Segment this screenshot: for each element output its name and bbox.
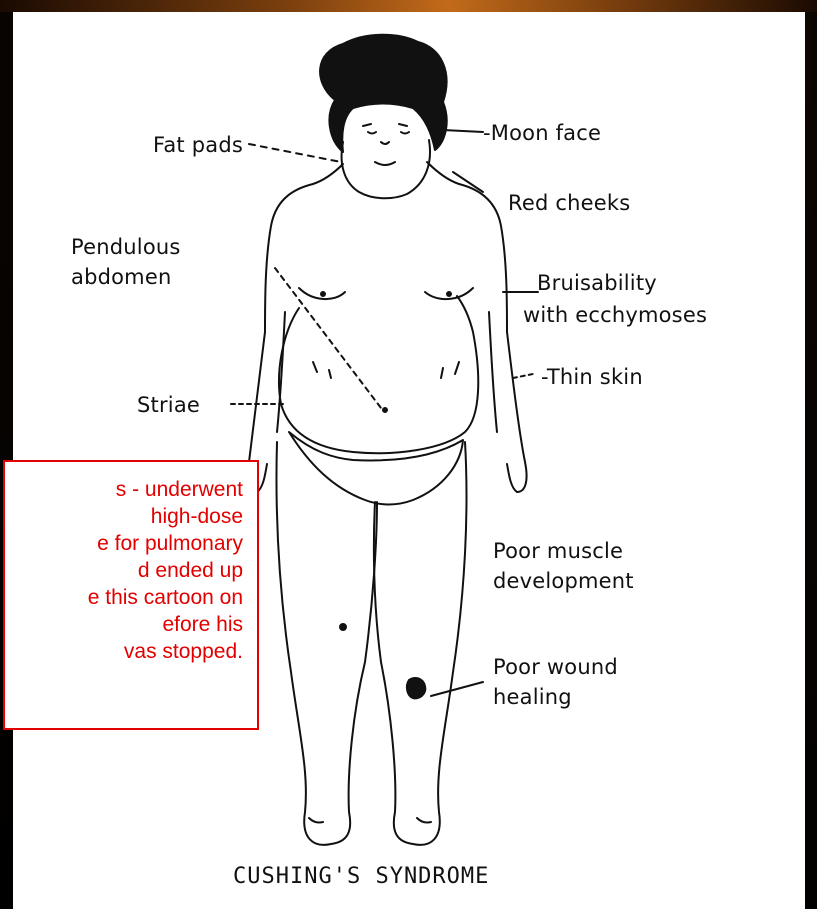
title-bar-accent <box>0 0 817 12</box>
annotation-callout: s - underwent high-dose e for pulmonary … <box>3 460 259 730</box>
annotation-line: s - underwent <box>3 476 243 503</box>
label-thin-skin: -Thin skin <box>541 364 643 390</box>
label-bruisability: Bruisability <box>537 270 657 296</box>
annotation-line: e this cartoon on <box>3 584 243 611</box>
label-ecchymoses: with ecchymoses <box>523 302 707 328</box>
label-poor-wound: Poor wound <box>493 654 618 680</box>
label-pendulous: Pendulous <box>71 234 181 260</box>
cushing-diagram-figure: Fat pads -Moon face Red cheeks Pendulous… <box>13 12 805 909</box>
annotation-line: d ended up <box>3 557 243 584</box>
label-red-cheeks: Red cheeks <box>508 190 630 216</box>
figure-title: CUSHING'S SYNDROME <box>233 864 489 889</box>
annotation-line: e for pulmonary <box>3 530 243 557</box>
label-fat-pads: Fat pads <box>153 132 243 158</box>
annotation-line: efore his <box>3 611 243 638</box>
label-striae: Striae <box>137 392 200 418</box>
label-moon-face: -Moon face <box>483 120 601 146</box>
annotation-text: s - underwent high-dose e for pulmonary … <box>3 476 243 665</box>
label-healing: healing <box>493 684 572 710</box>
annotation-line: vas stopped. <box>3 638 243 665</box>
label-development: development <box>493 568 634 594</box>
annotation-line: high-dose <box>3 503 243 530</box>
label-poor-muscle: Poor muscle <box>493 538 623 564</box>
label-abdomen: abdomen <box>71 264 171 290</box>
